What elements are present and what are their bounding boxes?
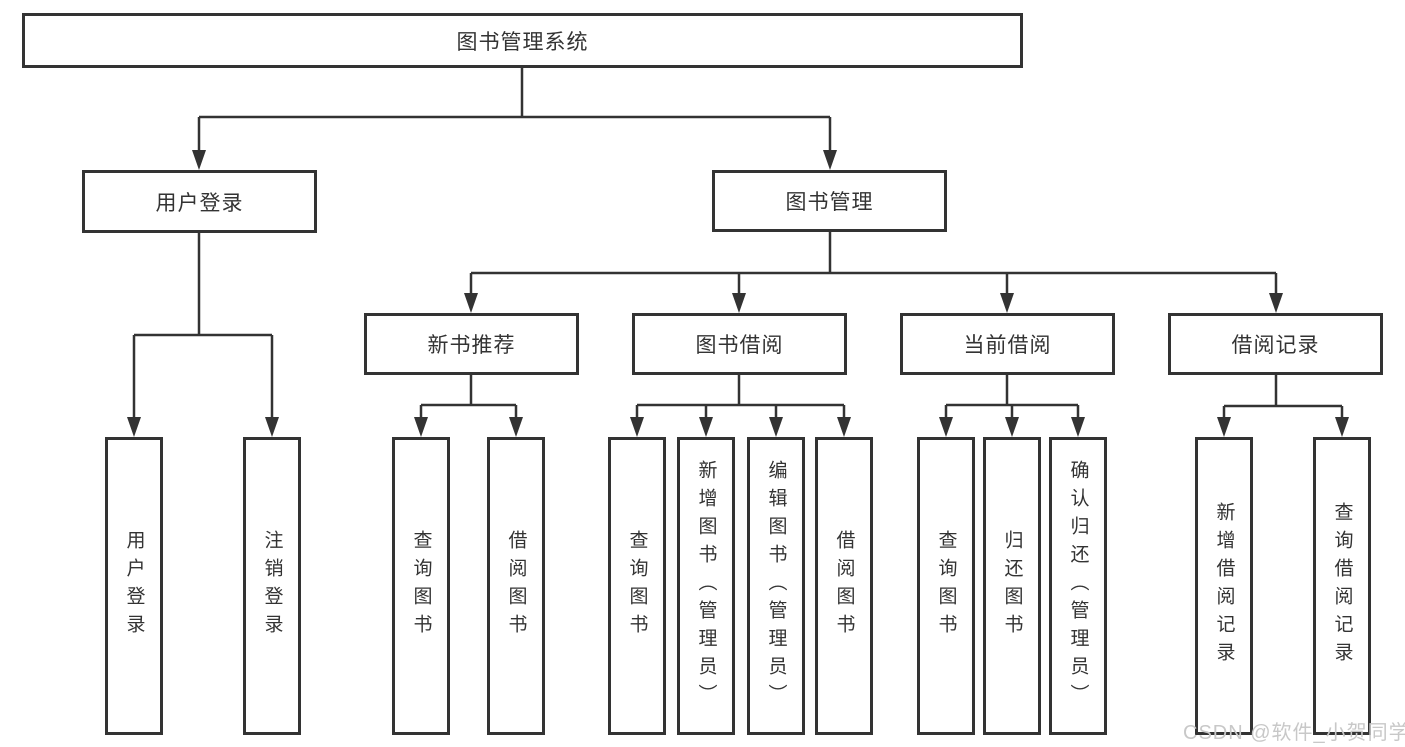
leaf-edit-books-admin: 编辑图书（管理员） (747, 437, 805, 735)
leaf-recommend-borrow-books: 借阅图书 (487, 437, 545, 735)
node-new-book-recommendation: 新书推荐 (364, 313, 579, 375)
node-current-borrowing: 当前借阅 (900, 313, 1115, 375)
node-borrowing-records: 借阅记录 (1168, 313, 1383, 375)
leaf-add-books-admin: 新增图书（管理员） (677, 437, 735, 735)
leaf-recommend-query-books: 查询图书 (392, 437, 450, 735)
node-user-login: 用户登录 (82, 170, 317, 233)
node-book-borrowing: 图书借阅 (632, 313, 847, 375)
leaf-user-login: 用户登录 (105, 437, 163, 735)
leaf-current-query-books: 查询图书 (917, 437, 975, 735)
node-book-management: 图书管理 (712, 170, 947, 232)
leaf-return-books: 归还图书 (983, 437, 1041, 735)
leaf-logout: 注销登录 (243, 437, 301, 735)
leaf-query-borrow-record: 查询借阅记录 (1313, 437, 1371, 735)
leaf-borrowing-borrow-books: 借阅图书 (815, 437, 873, 735)
node-library-management-system: 图书管理系统 (22, 13, 1023, 68)
leaf-borrowing-query-books: 查询图书 (608, 437, 666, 735)
leaf-add-borrow-record: 新增借阅记录 (1195, 437, 1253, 735)
csdn-watermark: CSDN @软件_小贺同学 (1183, 722, 1405, 744)
leaf-confirm-return-admin: 确认归还（管理员） (1049, 437, 1107, 735)
